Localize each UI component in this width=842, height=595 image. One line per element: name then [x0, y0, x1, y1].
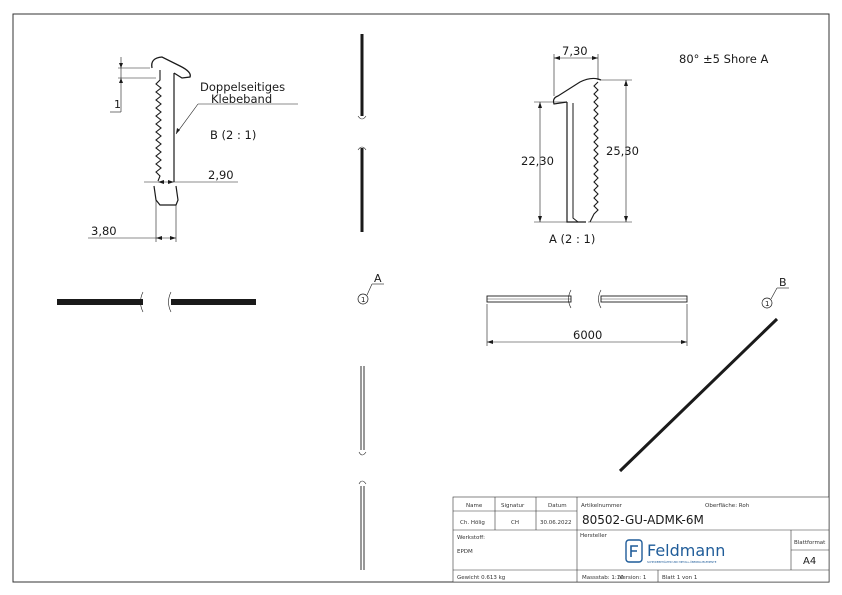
tb-werkstoff-label: Werkstoff:: [457, 535, 485, 541]
tb-gewicht: Gewicht 0.613 kg: [457, 575, 505, 581]
detail-a-serrated-edge: [589, 81, 599, 223]
marker-b: [761, 287, 789, 309]
detail-a-back: [566, 102, 586, 223]
section-a-label: A (2 : 1): [549, 232, 595, 246]
side-view-bottom: [358, 366, 367, 570]
tb-version: Version: 1: [619, 575, 646, 581]
dim-b-top: 1: [114, 98, 121, 111]
dim-a-height-outer: 25,30: [606, 144, 639, 158]
brand-name: Feldmann: [647, 541, 725, 560]
dim-a-width: 7,30: [562, 44, 588, 58]
front-view-bar: [57, 291, 256, 313]
dim-b-mid: 2,90: [208, 168, 234, 182]
tb-artikel-label: Artikelnummer: [581, 503, 623, 509]
tb-werkstoff: EPDM: [457, 549, 473, 555]
marker-b-num: 1: [765, 300, 769, 308]
tb-artikel: 80502-GU-ADMK-6M: [582, 513, 704, 527]
detail-b-head: [151, 56, 191, 79]
isometric-view: [618, 317, 779, 473]
detail-a-head: [552, 77, 602, 105]
marker-b-letter: B: [779, 276, 787, 289]
dim-overall-length: 6000: [573, 328, 602, 342]
marker-a-letter: A: [374, 272, 382, 285]
hardness-note: 80° ±5 Shore A: [679, 52, 768, 66]
marker-a-num: 1: [361, 296, 365, 304]
tb-hersteller-label: Hersteller: [580, 533, 608, 539]
marker-a: [357, 283, 384, 305]
detail-b-serrated-edge: [155, 70, 162, 182]
brand-tagline: SCHEIDEBEHÄLTER UND METALL-ÜBERBAUELEMEN…: [647, 559, 717, 564]
tb-h-name: Name: [466, 503, 483, 509]
sheet-border: [12, 13, 830, 583]
section-b-label: B (2 : 1): [210, 128, 256, 142]
side-view-top: [357, 34, 367, 232]
tb-datum: 30.06.2022: [540, 520, 572, 526]
tb-h-datum: Datum: [548, 503, 567, 509]
top-view-bar: [486, 289, 688, 346]
dim-a-height-inner: 22,30: [521, 154, 554, 168]
tb-blatt: Blatt 1 von 1: [662, 575, 697, 581]
tb-name: Ch. Hölig: [460, 520, 485, 526]
tb-oberflaeche: Oberfläche: Roh: [705, 503, 750, 509]
tb-signatur: CH: [511, 520, 519, 526]
tb-massstab: Massstab: 1:10: [582, 575, 624, 581]
dim-b-base: 3,80: [91, 224, 117, 238]
tb-blattformat-label: Blattformat: [794, 540, 826, 546]
detail-a: [534, 54, 632, 223]
title-block: [452, 496, 830, 583]
tb-blattformat: A4: [803, 556, 816, 567]
detail-a-inner: [572, 103, 579, 223]
detail-b-foot: [153, 185, 179, 206]
callout-line1: Doppelseitiges: [200, 80, 285, 94]
detail-b: [88, 56, 298, 242]
callout-line2: Klebeband: [211, 92, 272, 106]
tb-h-signatur: Signatur: [501, 503, 525, 509]
